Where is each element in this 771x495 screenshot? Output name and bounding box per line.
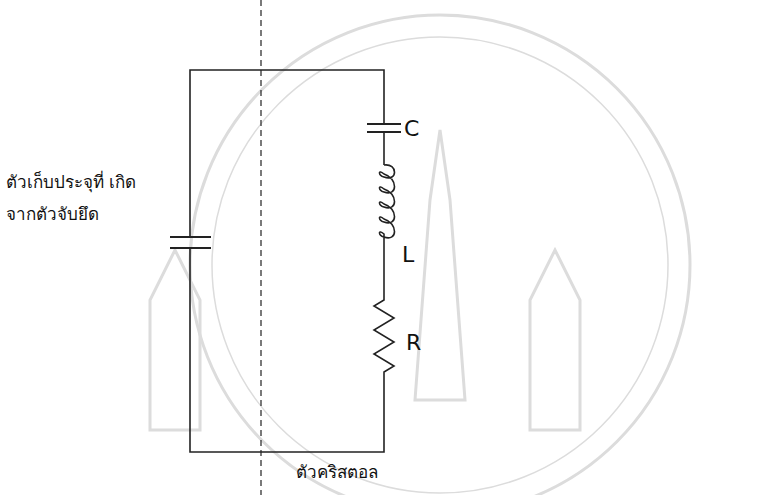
- seal-spire: [415, 130, 465, 400]
- seal-ring: [190, 15, 690, 495]
- crystal-label: ตัวคริสตอล: [296, 458, 378, 485]
- seal-ring-inner: [212, 37, 668, 493]
- component-label-l: L: [402, 242, 414, 267]
- seal-watermark: [150, 15, 690, 495]
- holder-capacitor-plate: [170, 236, 211, 238]
- component-label-r: R: [406, 330, 421, 355]
- holder-capacitor-plate: [170, 247, 211, 249]
- wire-bottom: [190, 248, 384, 452]
- wire-c-l: [383, 132, 385, 165]
- holder-capacitance-label: ตัวเก็บประจุที่ เกิดจากตัวจับยึด: [6, 166, 156, 231]
- boundary-dashed-line: [260, 0, 261, 495]
- capacitor-c-plate: [367, 123, 401, 125]
- seal-tower-left: [150, 250, 200, 430]
- seal-tower-right: [530, 250, 580, 430]
- inductor-symbol: [380, 165, 395, 240]
- resistor-symbol: [374, 296, 394, 378]
- wire-top: [190, 70, 384, 237]
- component-label-c: C: [404, 116, 419, 141]
- wire-l-r: [383, 240, 385, 296]
